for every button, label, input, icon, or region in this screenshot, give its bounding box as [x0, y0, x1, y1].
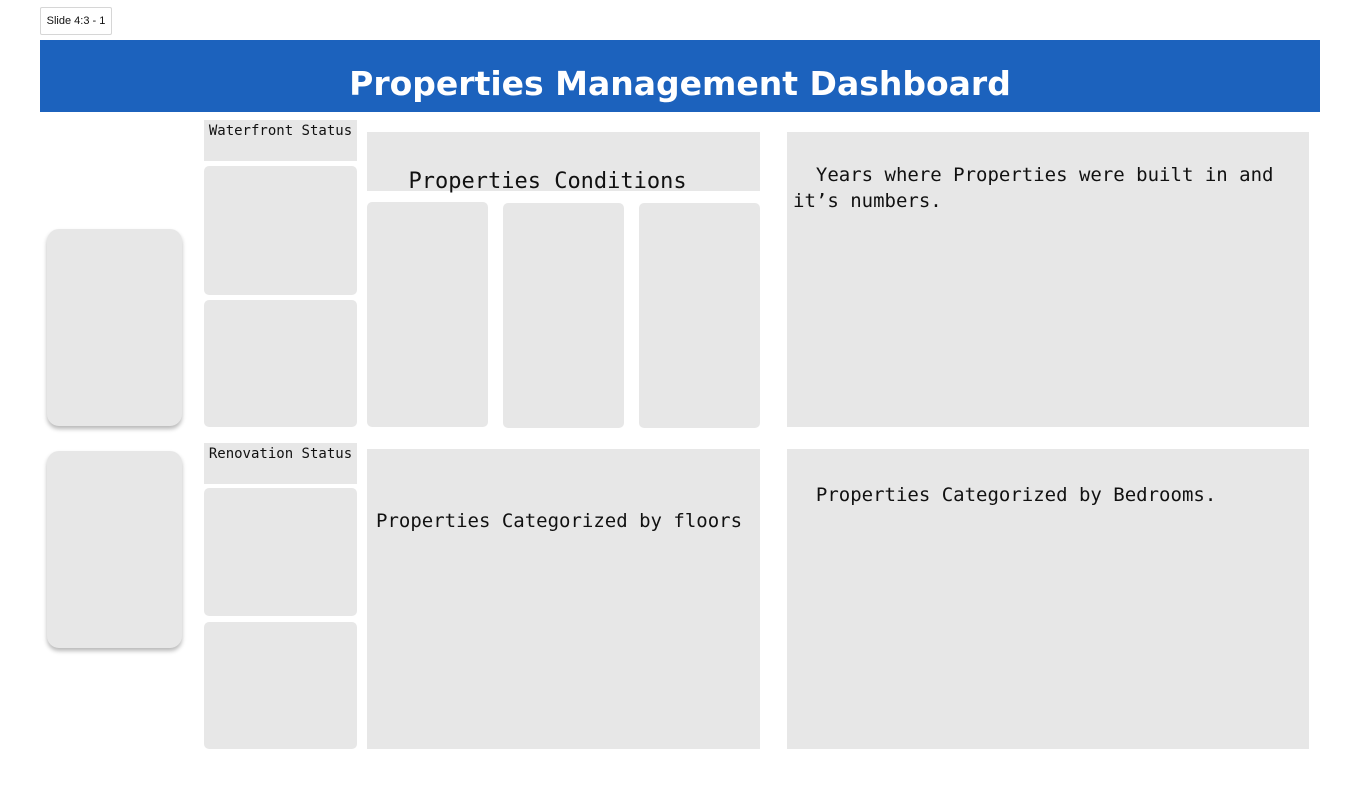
- condition-card-3: [639, 203, 760, 428]
- conditions-title: Properties Conditions: [408, 169, 687, 194]
- dashboard-header: Properties Management Dashboard: [40, 40, 1320, 112]
- waterfront-status-card-2: [204, 300, 357, 427]
- bedrooms-title: Properties Categorized by Bedrooms.: [815, 484, 1217, 506]
- kpi-card-bottom: [47, 451, 182, 648]
- conditions-header: Properties Conditions: [367, 132, 760, 194]
- kpi-card-top: [47, 229, 182, 426]
- renovation-status-card-2: [204, 622, 357, 749]
- bedrooms-panel: Properties Categorized by Bedrooms.: [787, 449, 1309, 749]
- waterfront-status-card-1: [204, 166, 357, 295]
- condition-card-2: [503, 203, 624, 428]
- years-built-panel: Years where Properties were built in and…: [787, 132, 1309, 427]
- waterfront-status-label: Waterfront Status: [204, 120, 357, 161]
- years-built-title: Years where Properties were built in and…: [793, 164, 1285, 212]
- floors-panel: Properties Categorized by floors: [367, 449, 760, 749]
- page-title: Properties Management Dashboard: [349, 64, 1011, 103]
- frame-label[interactable]: Slide 4:3 - 1: [40, 7, 112, 35]
- renovation-status-card-1: [204, 488, 357, 616]
- floors-title: Properties Categorized by floors: [376, 510, 743, 532]
- condition-card-1: [367, 202, 488, 427]
- renovation-status-label: Renovation Status: [204, 443, 357, 484]
